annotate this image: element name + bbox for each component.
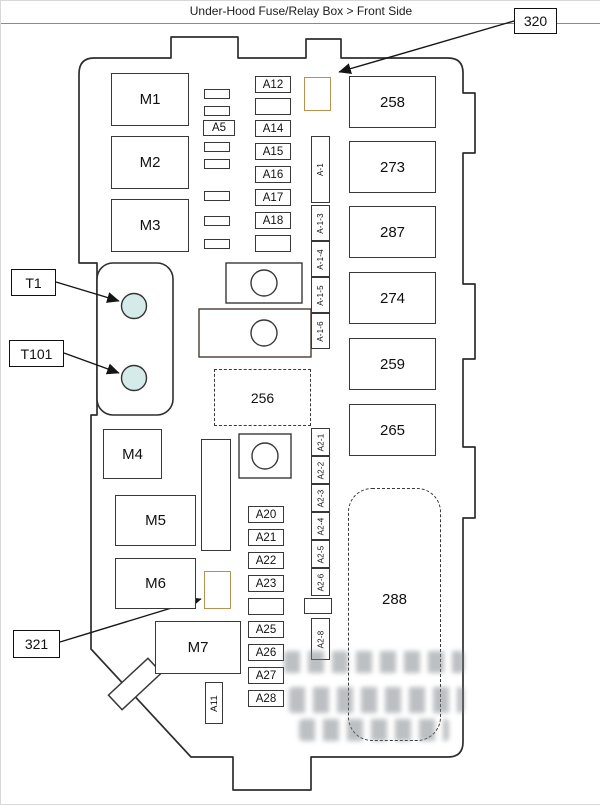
fuse-a20: A20 xyxy=(248,506,284,523)
fuse-a26: A26 xyxy=(248,644,284,661)
fuse-a11: A11 xyxy=(205,682,223,724)
arrow-t101 xyxy=(63,352,120,375)
arrow-t1 xyxy=(55,281,120,303)
page-title: Under-Hood Fuse/Relay Box > Front Side xyxy=(189,4,413,18)
fuse-a2-5: A2-5 xyxy=(311,540,330,568)
relay-m6: M6 xyxy=(115,558,196,609)
connector-blank xyxy=(201,439,231,551)
fusebox-outline xyxy=(78,36,476,791)
fuse-a-1-5: A-1-5 xyxy=(311,277,330,313)
fuse-a2-3: A2-3 xyxy=(311,484,330,512)
fuse-a2-1: A2-1 xyxy=(311,428,330,456)
fuse-a21: A21 xyxy=(248,529,284,546)
arrow-320 xyxy=(338,20,515,75)
callout-t1: T1 xyxy=(11,269,56,296)
fuse-a-1-3: A-1-3 xyxy=(311,205,330,241)
fuse-a-1-4: A-1-4 xyxy=(311,241,330,277)
component-320-target xyxy=(304,77,331,111)
fuse-a25: A25 xyxy=(248,621,284,638)
fuse-a28: A28 xyxy=(248,690,284,707)
relay-259: 259 xyxy=(349,338,436,390)
terminal-panel xyxy=(96,262,174,416)
fuse-slot-blank xyxy=(204,159,230,169)
dashed-block-288-label: 288 xyxy=(381,591,408,608)
corner-slot xyxy=(107,657,163,711)
dashed-block-256: 256 xyxy=(214,369,311,426)
fuse-slot-blank xyxy=(204,142,230,152)
fuse-a27: A27 xyxy=(248,667,284,684)
fuse-slot-blank xyxy=(204,239,230,249)
component-321-target xyxy=(204,571,231,609)
fuse-a18: A18 xyxy=(255,212,291,229)
terminal-t101 xyxy=(120,364,148,392)
mount-hole-3 xyxy=(251,442,279,470)
fuse-a5: A5 xyxy=(203,120,235,136)
fuse-a15: A15 xyxy=(255,143,291,160)
relay-m2: M2 xyxy=(111,136,189,189)
fuse-blank xyxy=(304,598,332,614)
relay-m7: M7 xyxy=(155,621,241,674)
fuse-slot-blank xyxy=(204,89,230,99)
relay-273: 273 xyxy=(349,141,436,193)
fuse-slot-blank xyxy=(204,191,230,201)
fuse-a2-6: A2-6 xyxy=(311,568,330,596)
mount-hole-2 xyxy=(250,319,278,347)
fuse-a12: A12 xyxy=(255,76,291,93)
relay-m5: M5 xyxy=(115,495,196,546)
relay-287: 287 xyxy=(349,206,436,258)
fuse-a-1: A-1 xyxy=(311,136,330,203)
fuse-a2-2: A2-2 xyxy=(311,456,330,484)
fuse-blank xyxy=(248,598,284,615)
fuse-blank xyxy=(255,235,291,252)
fuse-a17: A17 xyxy=(255,189,291,206)
fuse-a2-4: A2-4 xyxy=(311,512,330,540)
terminal-t1 xyxy=(120,292,148,320)
header-divider xyxy=(1,23,600,24)
callout-t101: T101 xyxy=(9,340,64,367)
relay-m4: M4 xyxy=(103,429,162,479)
fuse-a16: A16 xyxy=(255,166,291,183)
mount-hole-1 xyxy=(250,269,278,297)
fuse-slot-blank xyxy=(204,106,230,116)
fuse-a2-8: A2-8 xyxy=(311,618,330,660)
relay-m1: M1 xyxy=(111,73,189,126)
relay-274: 274 xyxy=(349,272,436,324)
fuse-a23: A23 xyxy=(248,575,284,592)
relay-265: 265 xyxy=(349,404,436,456)
relay-258: 258 xyxy=(349,76,436,128)
dashed-block-288: 288 xyxy=(348,488,441,741)
fuse-a-1-6: A-1-6 xyxy=(311,313,330,349)
fuse-a22: A22 xyxy=(248,552,284,569)
callout-321: 321 xyxy=(13,630,60,658)
fuse-a14: A14 xyxy=(255,120,291,137)
fuse-slot-blank xyxy=(204,216,230,226)
fuse-blank xyxy=(255,98,291,115)
relay-m3: M3 xyxy=(111,199,189,252)
callout-320: 320 xyxy=(514,8,557,34)
